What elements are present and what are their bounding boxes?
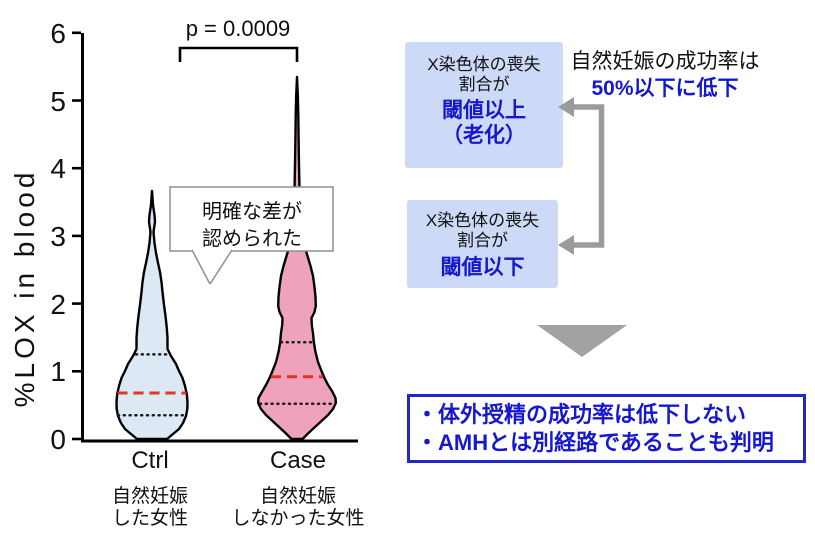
- x-labels: Ctrl Case 自然妊娠 した女性 自然妊娠 しなかった女性: [112, 447, 365, 529]
- label-case: Case: [270, 447, 326, 474]
- ytick-6: 6: [50, 18, 66, 49]
- ytick-1: 1: [50, 356, 66, 387]
- significance-bracket: [178, 46, 299, 62]
- down-arrow-icon: [537, 325, 627, 357]
- p-value-label: p = 0.0009: [186, 16, 291, 41]
- sublabel-ctrl-2: した女性: [112, 507, 188, 529]
- note-line2: 50%以下に低下: [591, 77, 739, 100]
- box-above-line2: 割合が: [458, 75, 510, 94]
- threshold-below-box: X染色体の喪失 割合が 閾値以下: [407, 200, 558, 288]
- y-axis-title: %LOX in blood: [9, 169, 40, 408]
- ytick-3: 3: [50, 221, 66, 252]
- natural-pregnancy-note: 自然妊娠の成功率は 50%以下に低下: [552, 48, 778, 102]
- conclusion-line1: ・体外授精の成功率は低下しない: [416, 402, 747, 427]
- label-ctrl: Ctrl: [131, 447, 168, 474]
- ytick-0: 0: [50, 424, 66, 455]
- ytick-4: 4: [50, 153, 66, 184]
- ytick-2: 2: [50, 289, 66, 320]
- y-ticks: [72, 31, 81, 441]
- ytick-5: 5: [50, 86, 66, 117]
- sublabel-case-1: 自然妊娠: [260, 485, 336, 507]
- sublabel-case-2: しなかった女性: [231, 507, 364, 529]
- box-above-highlight1: 閾値以上: [442, 99, 526, 122]
- violin-case: [257, 75, 337, 441]
- box-above-highlight2: （老化）: [442, 124, 526, 147]
- threshold-above-box: X染色体の喪失 割合が 閾値以上 （老化）: [405, 42, 563, 168]
- arrowhead-lower-icon: [558, 235, 574, 255]
- violin-ctrl: [115, 189, 189, 441]
- conclusion-box: ・体外授精の成功率は低下しない ・AMHとは別経路であることも判明: [407, 394, 806, 463]
- conclusion-line2: ・AMHとは別経路であることも判明: [416, 430, 774, 455]
- y-tick-labels: 6 5 4 3 2 1 0: [50, 18, 66, 455]
- box-below-line2: 割合が: [457, 231, 508, 250]
- sublabel-ctrl-1: 自然妊娠: [112, 485, 188, 507]
- box-below-highlight1: 閾値以下: [440, 256, 525, 279]
- elbow-connector: [573, 104, 605, 248]
- box-above-line1: X染色体の喪失: [427, 55, 541, 74]
- callout-line1: 明確な差が: [202, 200, 302, 223]
- callout-line2: 認められた: [202, 227, 302, 250]
- callout-bubble: 明確な差が 認められた: [169, 186, 334, 285]
- violin-chart: 6 5 4 3 2 1 0 %LOX in blood p = 0.0009 明…: [9, 16, 365, 529]
- note-line1: 自然妊娠の成功率は: [570, 50, 760, 73]
- box-below-line1: X染色体の喪失: [425, 211, 540, 230]
